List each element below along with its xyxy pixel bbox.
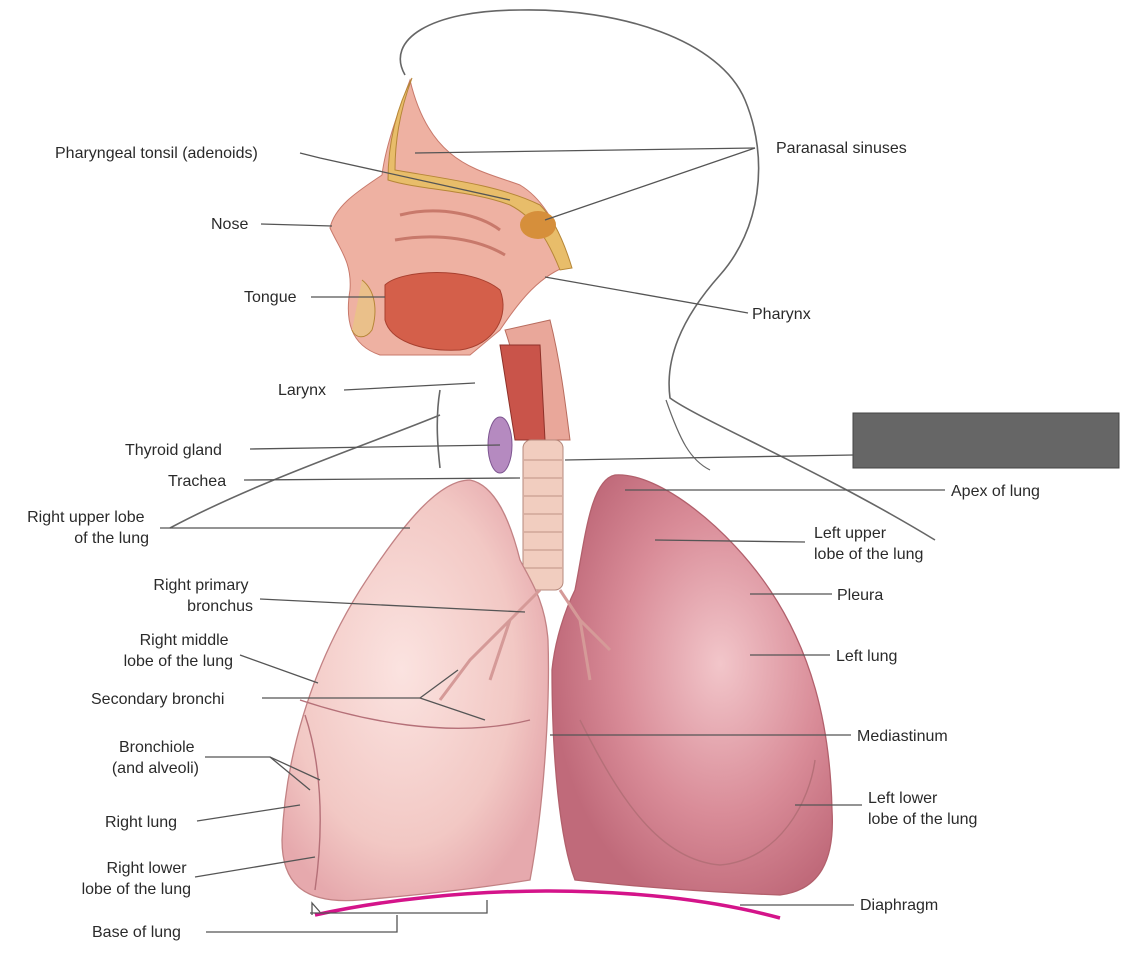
- label-right-middle-lobe: Right middle lobe of the lung: [124, 632, 233, 670]
- label-right-upper-lobe: Right upper lobe of the lung: [27, 509, 149, 547]
- label-pleura: Pleura: [837, 587, 883, 604]
- label-trachea: Trachea: [168, 473, 226, 490]
- sinus: [520, 211, 556, 239]
- label-larynx: Larynx: [278, 382, 326, 399]
- right-lung-shape: [281, 479, 550, 902]
- label-nose: Nose: [211, 216, 248, 233]
- label-base-of-lung: Base of lung: [92, 924, 181, 941]
- tongue-shape: [384, 272, 504, 351]
- neck-right-outline: [665, 399, 711, 471]
- label-right-lung: Right lung: [105, 814, 177, 831]
- label-right-primary-bronchus-line2: bronchus: [187, 598, 253, 615]
- label-paranasal-sinuses: Paranasal sinuses: [776, 140, 907, 157]
- label-left-upper-lobe-line2: lobe of the lung: [814, 546, 923, 563]
- label-left-lower-lobe-line2: lobe of the lung: [868, 811, 977, 828]
- label-right-primary-bronchus: Right primary bronchus: [153, 577, 253, 615]
- label-bronchiole-line2: (and alveoli): [112, 760, 199, 777]
- label-secondary-bronchi: Secondary bronchi: [91, 691, 224, 708]
- label-pharynx: Pharynx: [752, 306, 811, 323]
- label-left-upper-lobe: Left upper lobe of the lung: [814, 525, 923, 563]
- label-right-lower-lobe-line1: Right lower: [107, 860, 188, 877]
- neck-left-outline: [169, 389, 441, 529]
- label-left-lower-lobe: Left lower lobe of the lung: [868, 790, 977, 828]
- label-left-upper-lobe-line1: Left upper: [814, 525, 887, 542]
- trachea-rings: [524, 459, 562, 569]
- lips: [351, 279, 376, 338]
- left-lung-shape: [551, 474, 834, 896]
- label-right-upper-lobe-line1: Right upper lobe: [27, 509, 145, 526]
- body-outline: [399, 9, 936, 541]
- label-left-lung: Left lung: [836, 648, 897, 665]
- label-pharyngeal-tonsil: Pharyngeal tonsil (adenoids): [55, 145, 258, 162]
- leader-lines: [160, 147, 945, 933]
- label-right-lower-lobe: Right lower lobe of the lung: [82, 860, 191, 898]
- label-right-lower-lobe-line2: lobe of the lung: [82, 881, 191, 898]
- diaphragm-line: [314, 889, 781, 920]
- label-thyroid-gland: Thyroid gland: [125, 442, 222, 459]
- bronchi-tree: [438, 588, 612, 701]
- label-right-upper-lobe-line2: of the lung: [74, 530, 149, 547]
- label-apex-of-lung: Apex of lung: [951, 483, 1040, 500]
- skull-bone: [387, 77, 573, 271]
- turbinates: [394, 209, 506, 257]
- label-mediastinum: Mediastinum: [857, 728, 948, 745]
- masked-label-box: [852, 412, 1120, 469]
- lung-fissures: [299, 699, 816, 891]
- label-tongue: Tongue: [244, 289, 297, 306]
- label-bronchiole: Bronchiole (and alveoli): [112, 739, 199, 777]
- label-right-middle-lobe-line2: lobe of the lung: [124, 653, 233, 670]
- label-left-lower-lobe-line1: Left lower: [868, 790, 938, 807]
- label-right-middle-lobe-line1: Right middle: [140, 632, 229, 649]
- label-diaphragm: Diaphragm: [860, 897, 938, 914]
- label-right-primary-bronchus-line1: Right primary: [153, 577, 248, 594]
- label-bronchiole-line1: Bronchiole: [119, 739, 195, 756]
